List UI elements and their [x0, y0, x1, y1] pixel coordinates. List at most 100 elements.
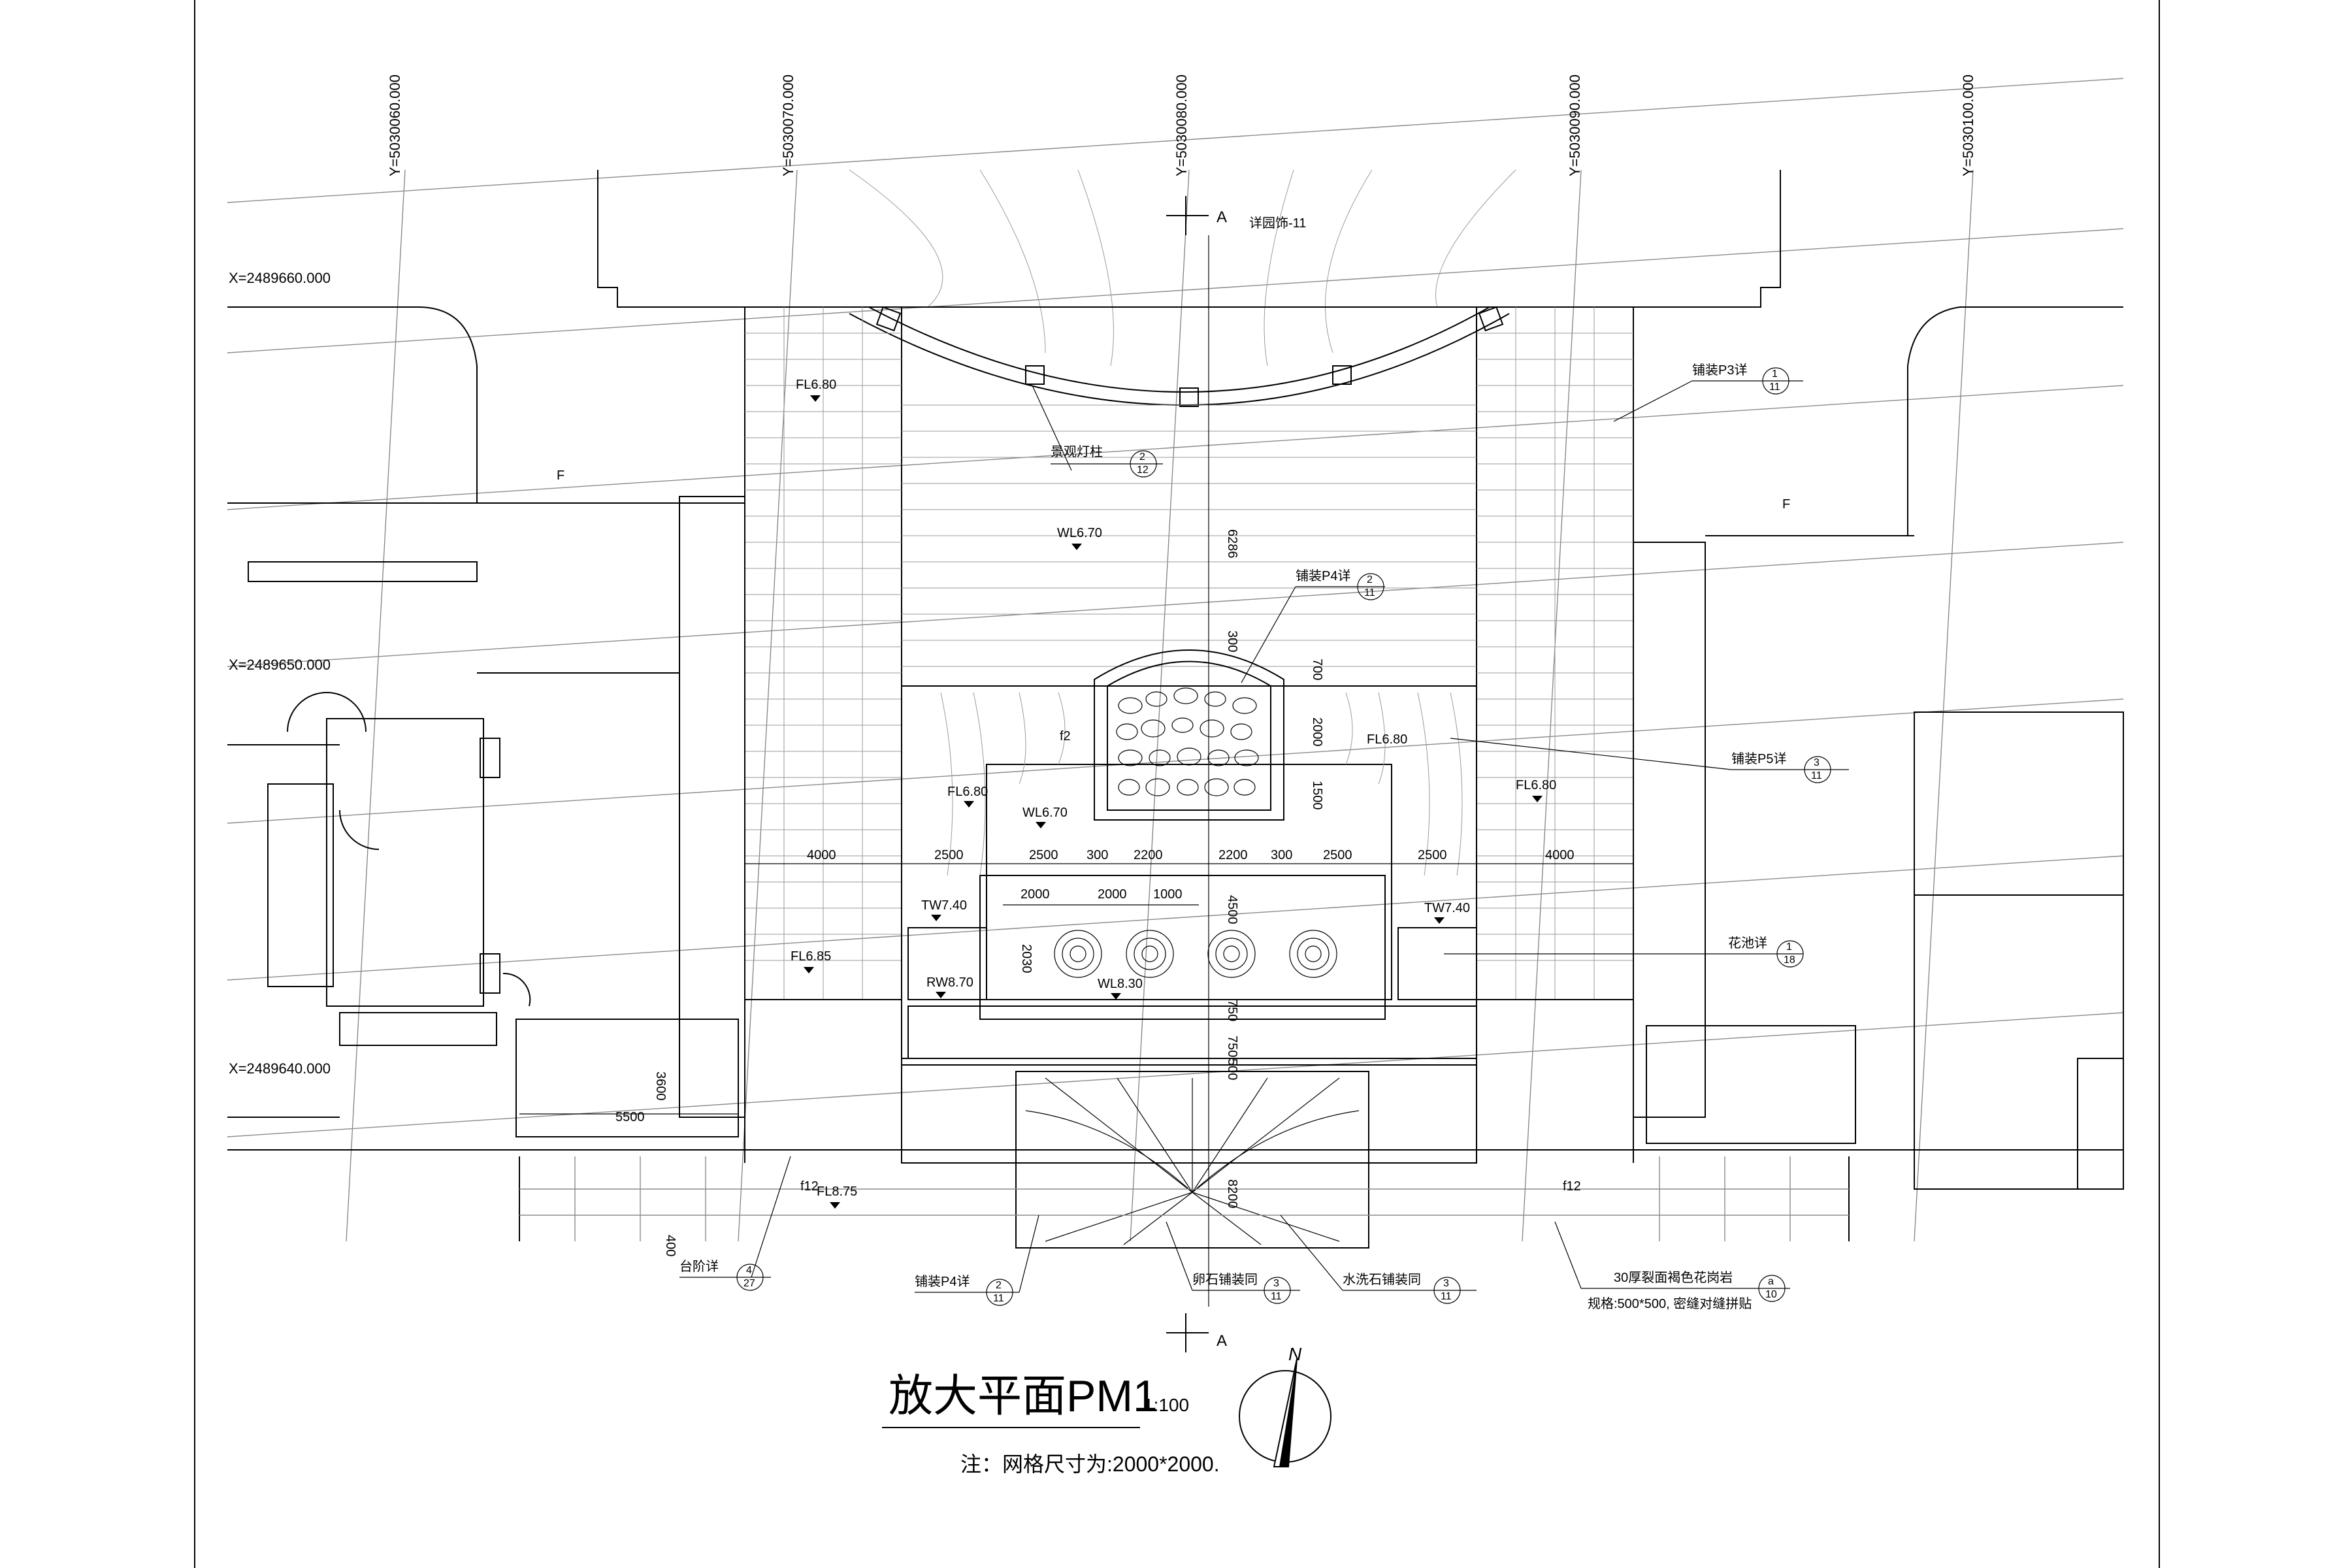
top-building [597, 169, 1781, 406]
dim-v-1: 300 [1225, 630, 1239, 652]
x-coord-3: X=2489640.000 [229, 1060, 331, 1077]
callout-p5-num: 3 [1814, 757, 1820, 768]
label-f12-left: f12 [800, 1179, 819, 1194]
left-area [227, 306, 745, 1137]
dim-v-5: 4500 [1225, 895, 1239, 924]
dimension-row-2: 2000 2000 1000 [1003, 887, 1199, 906]
elev-3: FL6.80 [1367, 732, 1407, 747]
callout-planter: 花池详 1 18 [1444, 936, 1804, 968]
callout-p4-bottom-text: 铺装P4详 [915, 1274, 970, 1289]
callout-granite: 30厚裂面褐色花岗岩 规格:500*500, 密缝对缝拼贴 a 10 [1554, 1221, 1790, 1311]
dim-r1-5: 2200 [1218, 848, 1248, 862]
fountain-jets [1054, 930, 1337, 978]
callout-granite-num: a [1768, 1276, 1774, 1287]
brick-pattern-left [745, 307, 902, 1000]
dim-v-4: 1500 [1310, 781, 1324, 810]
water-curves [940, 692, 1463, 876]
label-f2: f2 [1060, 729, 1071, 743]
grid-note: 注：网格尺寸为:2000*2000. [960, 1452, 1220, 1476]
dimension-vertical: 6286 300 700 2000 1500 4500 2030 750 750… [653, 529, 1324, 1256]
callout-p5-text: 铺装P5详 [1731, 751, 1786, 766]
callout-steps-sheet: 27 [743, 1278, 755, 1289]
callout-pebble-text: 卵石铺装同 [1192, 1272, 1258, 1287]
elev-1: FL6.80 [796, 378, 836, 392]
elev-12: FL8.75 [817, 1184, 857, 1199]
callout-p4-top-num: 2 [1367, 574, 1373, 585]
x-coord-1: X=2489660.000 [229, 270, 331, 286]
callout-washed-num: 3 [1443, 1278, 1449, 1289]
elev-4: FL6.80 [947, 785, 988, 799]
starburst [1025, 1077, 1360, 1245]
dim-r1-6: 300 [1271, 848, 1292, 862]
dim-r1-4: 2200 [1134, 848, 1163, 862]
callout-p3-sheet: 11 [1769, 382, 1780, 393]
callout-p3-num: 1 [1772, 368, 1778, 380]
callout-paving-p4-top: 铺装P4详 2 11 [1241, 568, 1385, 683]
callout-paving-p4-bottom: 铺装P4详 2 11 [915, 1215, 1039, 1306]
drawing-title: 放大平面PM1 [889, 1371, 1158, 1421]
drawing-scale: 1:100 [1143, 1395, 1189, 1415]
callout-washed-text: 水洗石铺装同 [1343, 1272, 1421, 1287]
y-coord-4: Y=5030090.000 [1567, 74, 1583, 176]
section-mark-bottom: A [1217, 1332, 1227, 1350]
dim-v-8: 750 [1225, 1036, 1239, 1057]
callout-p4-top-sheet: 11 [1364, 587, 1375, 598]
callout-p4-top-text: 铺装P4详 [1296, 568, 1350, 583]
label-f12-right: f12 [1563, 1179, 1581, 1194]
dim-r2-1: 2000 [1098, 887, 1127, 902]
dim-v-0: 6286 [1225, 529, 1239, 559]
callout-granite-sheet: 10 [1765, 1289, 1777, 1300]
entrance-paving [744, 1019, 1634, 1249]
label-f-left: F [557, 468, 564, 483]
callout-p3-text: 铺装P3详 [1692, 363, 1747, 378]
y-coord-2: Y=5030070.000 [780, 74, 796, 176]
dim-v-2: 700 [1310, 659, 1324, 680]
callout-granite-text: 30厚裂面褐色花岗岩 [1614, 1270, 1733, 1285]
dim-left-0: 5500 [615, 1110, 645, 1124]
callout-paving-p3: 铺装P3详 1 11 [1613, 363, 1803, 422]
dimension-left: 5500 [519, 1110, 738, 1124]
north-label: N [1288, 1344, 1302, 1364]
title-block: 放大平面PM1 1:100 注：网格尺寸为:2000*2000. [882, 1371, 1220, 1476]
right-area [1633, 306, 2124, 1190]
dim-r2-2: 1000 [1153, 887, 1183, 902]
callout-washed-sheet: 11 [1441, 1291, 1452, 1302]
callout-pebble-num: 3 [1273, 1278, 1279, 1289]
dim-v-12: 400 [663, 1235, 678, 1256]
dimension-row-1: 4000 2500 2500 300 2200 2200 300 2500 25… [745, 848, 1633, 864]
callouts: 景观灯柱 2 12 铺装P4详 2 11 铺装P3详 1 11 铺装P5详 [679, 363, 1849, 1311]
callout-steps-text: 台阶详 [679, 1259, 719, 1274]
x-coordinate-labels: X=2489660.000 X=2489650.000 X=2489640.00… [229, 270, 331, 1077]
elevation-markers: FL6.80 WL6.70 FL6.80 FL6.80 WL6.70 FL6.8… [791, 378, 1556, 1209]
section-markers: A 详园饰-11 A [1166, 196, 1306, 1352]
callout-lamp-num: 2 [1139, 451, 1145, 463]
lamp-posts [875, 306, 1504, 407]
callout-washed-stone: 水洗石铺装同 3 11 [1280, 1215, 1477, 1304]
y-coord-5: Y=5030100.000 [1960, 74, 1976, 176]
elev-5: WL6.70 [1022, 806, 1068, 820]
elev-6: FL6.80 [1516, 778, 1556, 792]
callout-steps: 台阶详 4 27 [679, 1156, 791, 1291]
detail-top-label: 详园饰-11 [1249, 216, 1306, 231]
central-plaza [744, 306, 1634, 1000]
dim-v-9: 500 [1225, 1058, 1239, 1080]
y-coord-1: Y=5030060.000 [387, 74, 403, 176]
callout-planter-text: 花池详 [1728, 936, 1767, 951]
section-mark-top: A [1217, 208, 1227, 226]
callout-p4-bottom-sheet: 11 [993, 1293, 1004, 1304]
y-coord-3: Y=5030080.000 [1173, 74, 1190, 176]
callout-granite-spec: 规格:500*500, 密缝对缝拼贴 [1588, 1296, 1752, 1311]
elev-10: RW8.70 [926, 975, 973, 990]
callout-planter-num: 1 [1786, 941, 1792, 953]
dim-r2-0: 2000 [1021, 887, 1050, 902]
elev-7: TW7.40 [921, 898, 967, 913]
dim-r1-3: 300 [1086, 848, 1108, 862]
dim-v-7: 750 [1225, 1000, 1239, 1021]
elev-11: WL8.30 [1098, 977, 1143, 991]
elev-8: TW7.40 [1424, 901, 1470, 915]
elev-9: FL6.85 [791, 949, 831, 964]
dim-v-10: 8200 [1225, 1179, 1239, 1209]
y-coordinate-labels: Y=5030060.000 Y=5030070.000 Y=5030080.00… [387, 74, 1976, 176]
dim-v-3: 2000 [1310, 717, 1324, 747]
dim-r1-2: 2500 [1029, 848, 1058, 862]
